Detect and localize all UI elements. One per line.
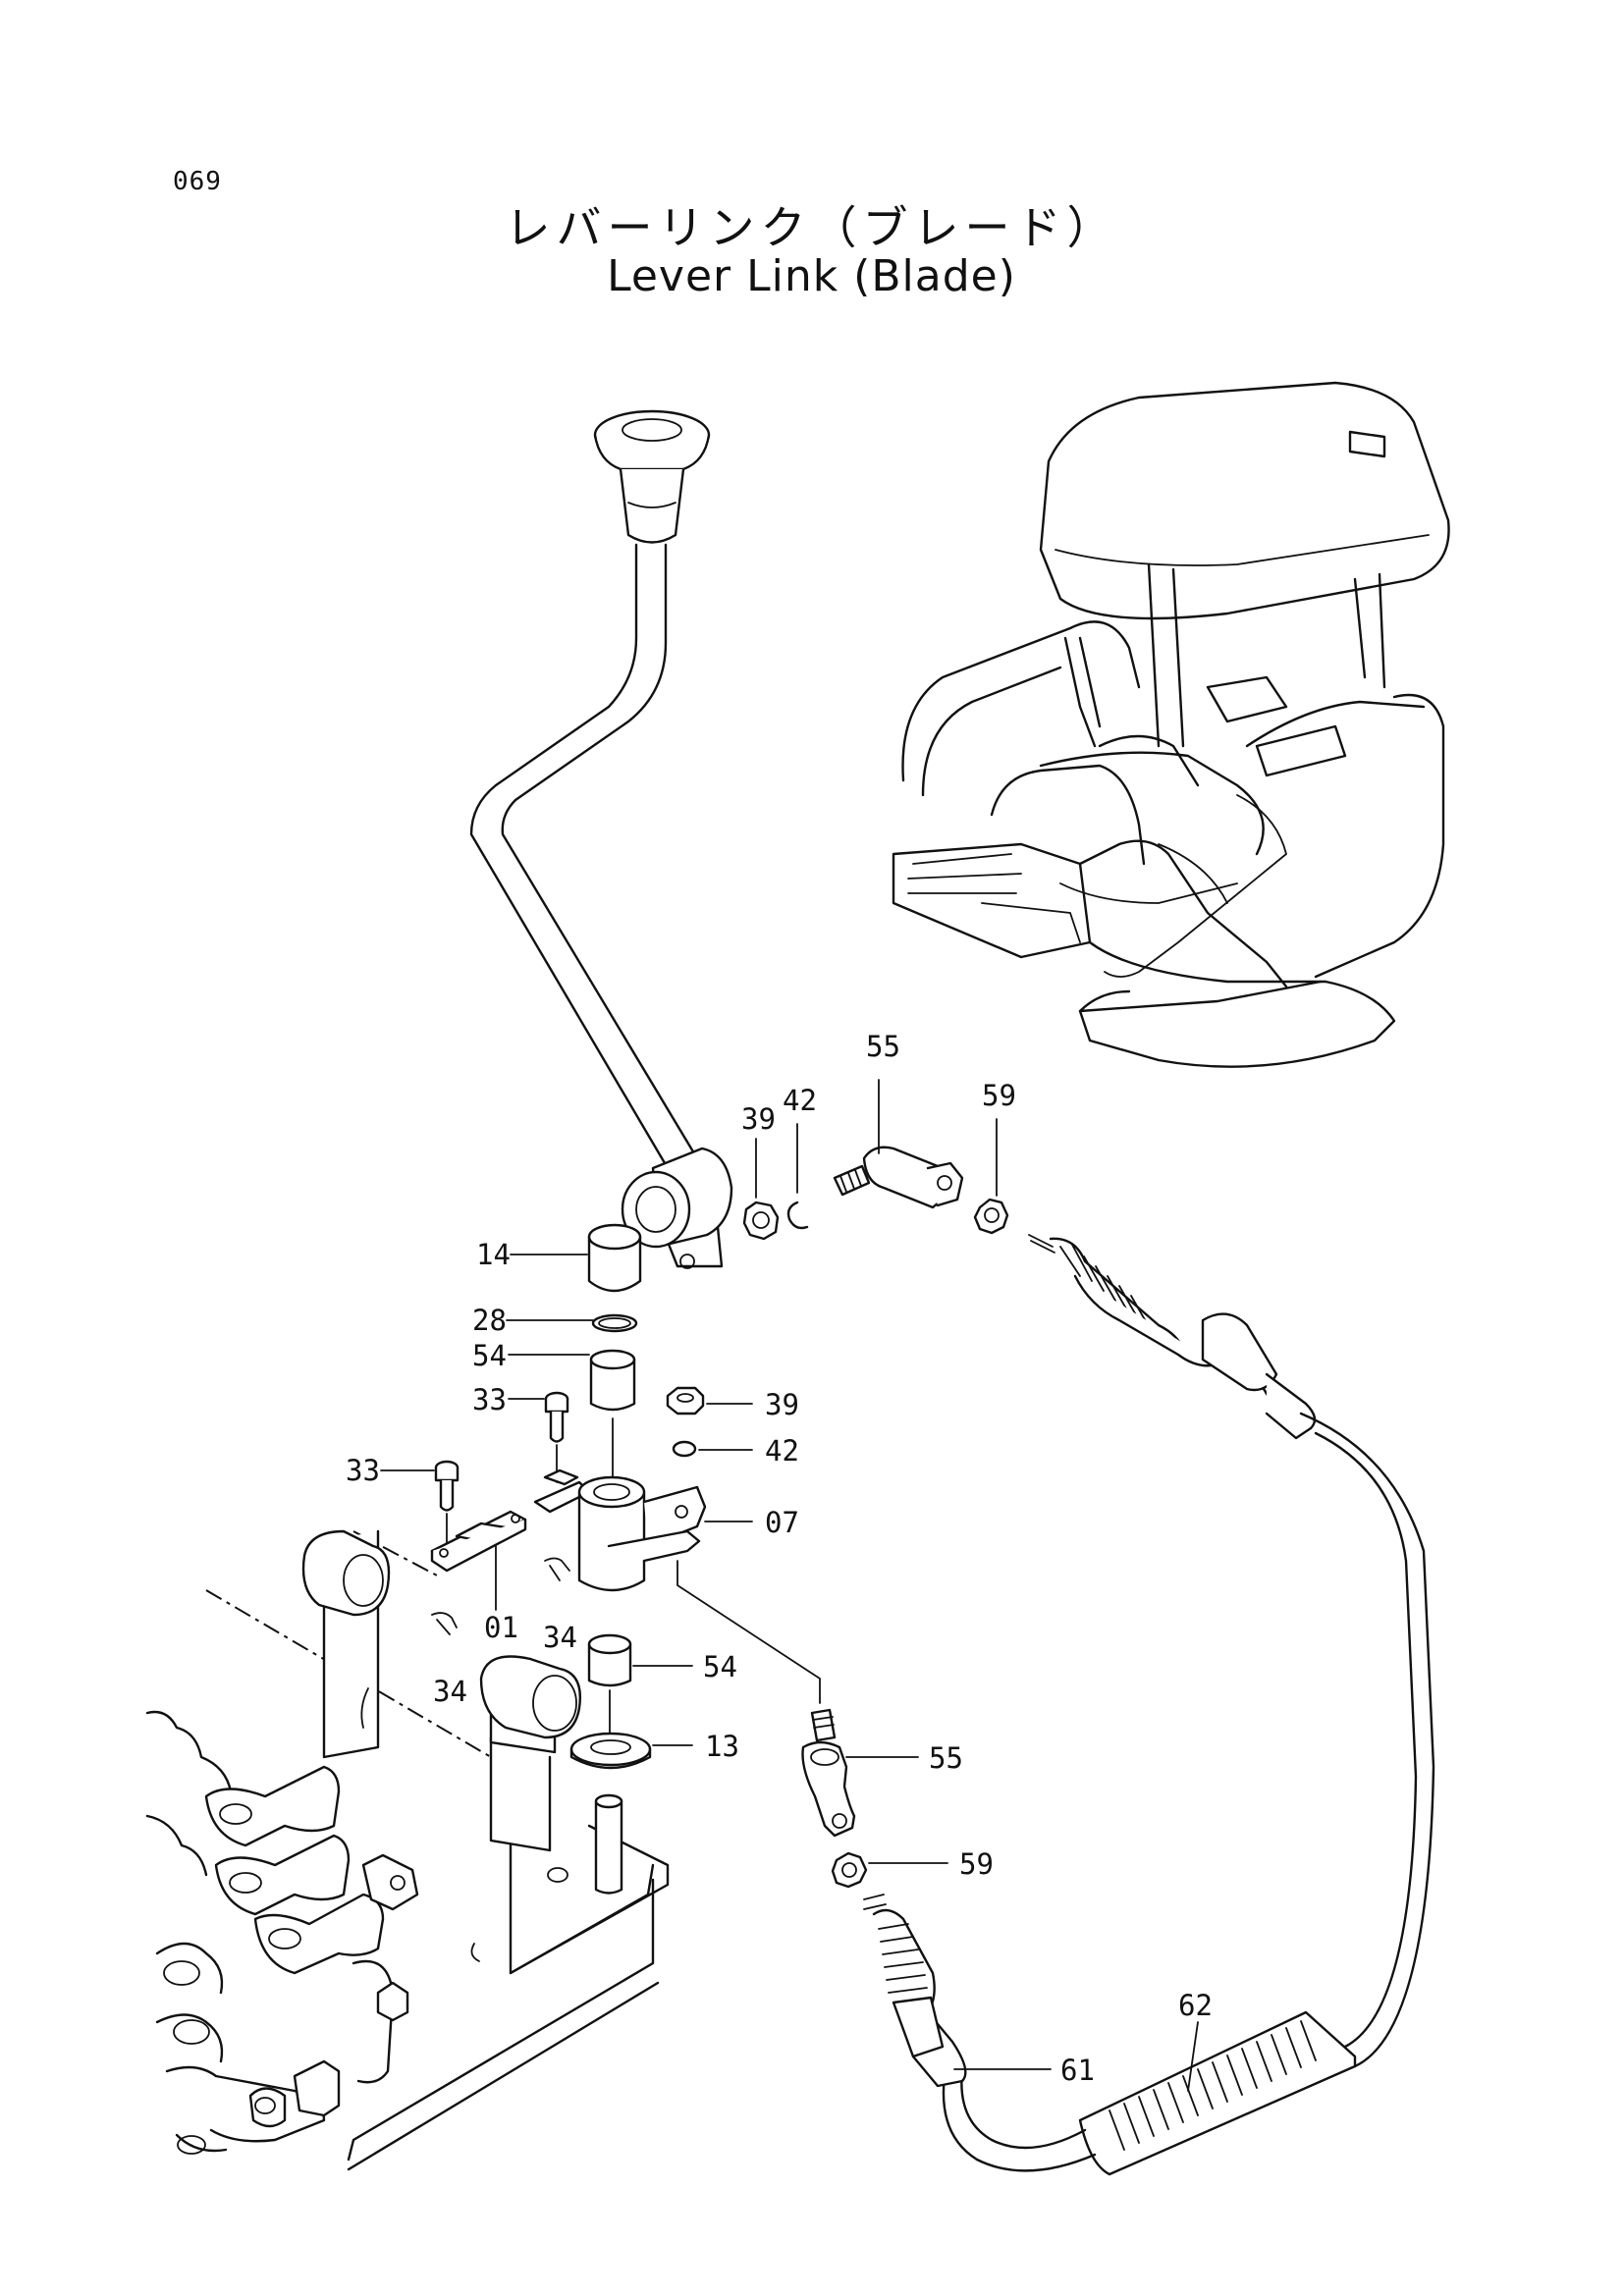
page-number: 069	[173, 167, 222, 196]
label-55-right: 55	[929, 1741, 963, 1775]
label-01: 01	[484, 1611, 518, 1644]
part-42-washer-right	[672, 1440, 753, 1458]
label-62: 62	[1178, 1989, 1213, 2022]
label-28: 28	[472, 1304, 507, 1337]
label-39-right: 39	[765, 1388, 799, 1421]
title-japanese: レバーリンク（ブレード）	[505, 201, 1118, 254]
part-33-bolt-lower	[380, 1460, 460, 1547]
part-39-nut-right	[666, 1386, 753, 1415]
title-english: Lever Link (Blade)	[607, 251, 1016, 301]
part-28-snap-ring	[506, 1313, 638, 1333]
label-61: 61	[1060, 2054, 1095, 2087]
label-59-top: 59	[982, 1079, 1016, 1112]
part-54-upper-bushing	[508, 1349, 636, 1493]
label-33-upper: 33	[472, 1383, 507, 1416]
part-01-plate	[430, 1510, 527, 1611]
lever-pivot-boss	[621, 1147, 733, 1269]
part-59-nut-lower	[831, 1851, 948, 1889]
part-14-cap	[510, 1223, 642, 1293]
part-39-nut-top	[742, 1138, 780, 1241]
part-07-arm	[533, 1468, 821, 1704]
part-34-pin-left	[431, 1612, 458, 1635]
label-13: 13	[705, 1730, 739, 1763]
part-62-cable	[942, 1234, 1435, 2176]
label-55-top: 55	[866, 1030, 900, 1063]
label-34-left: 34	[433, 1675, 467, 1708]
part-55-ball-joint-top	[833, 1079, 964, 1209]
part-labels: 55 42 39 59 14 28 54 33 33 39 42 07 01 3…	[346, 1030, 1213, 2087]
label-33-lower: 33	[346, 1454, 380, 1487]
part-61-cable-end	[863, 1894, 1052, 2088]
part-34-pin-right	[544, 1557, 570, 1581]
base-plate-and-brackets	[205, 1529, 670, 2171]
label-39-top: 39	[741, 1102, 776, 1136]
control-valve	[145, 1710, 419, 2155]
label-59-right: 59	[959, 1847, 994, 1881]
part-42-washer-top	[786, 1123, 809, 1230]
part-55-ball-joint-lower	[801, 1708, 919, 1838]
part-33-bolt-upper	[508, 1391, 569, 1483]
control-lever	[469, 409, 711, 1170]
label-42-top: 42	[783, 1084, 817, 1117]
label-14: 14	[476, 1238, 511, 1271]
label-54-top: 54	[472, 1339, 507, 1372]
part-13-washer	[569, 1732, 693, 1770]
label-07: 07	[765, 1506, 799, 1539]
label-42-right: 42	[765, 1434, 799, 1468]
label-34-right: 34	[543, 1621, 577, 1654]
part-54-lower-bushing	[587, 1633, 693, 1734]
part-59-nut-top	[973, 1118, 1009, 1235]
label-54-bottom: 54	[703, 1650, 737, 1683]
operator-seat-assembly	[892, 381, 1450, 1068]
